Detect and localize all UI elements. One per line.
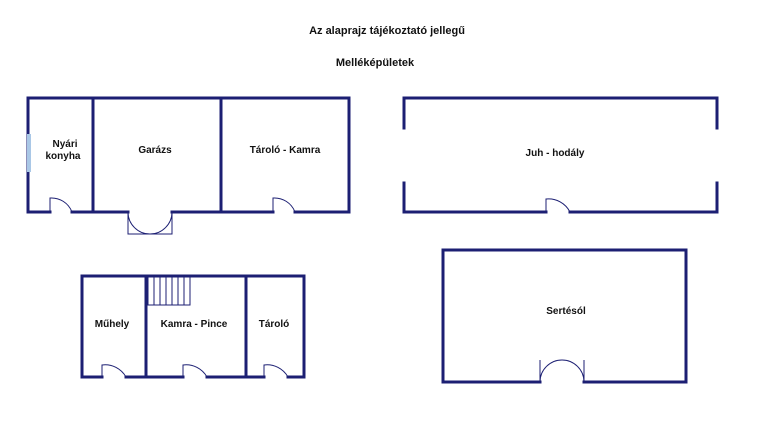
- building-bottom-right: Sertésól: [441, 248, 688, 384]
- room-label-kamra-pince: Kamra - Pince: [161, 319, 228, 330]
- plan-title: Az alaprajz tájékoztató jellegű: [309, 25, 465, 37]
- room-label-nyari-konyha-2: konyha: [45, 151, 80, 162]
- door-kamra-pince: [182, 364, 208, 378]
- room-label-garazs: Garázs: [138, 145, 172, 156]
- room-label-muhely: Műhely: [95, 319, 130, 330]
- door-tarolo: [263, 364, 289, 378]
- building-top-right: Juh - hodály: [402, 96, 719, 214]
- door-sertesol: [539, 359, 585, 383]
- building-top-left: Nyári konyha Garázs Tároló - Kamra: [26, 96, 351, 235]
- plan-subtitle: Melléképületek: [336, 57, 415, 69]
- door-juh-hodaly: [545, 198, 571, 213]
- room-label-nyari-konyha-1: Nyári: [52, 139, 77, 150]
- door-garazs: [127, 211, 173, 235]
- door-tarolo-kamra: [272, 197, 296, 213]
- building-bottom-left: Műhely Kamra - Pince Tároló: [80, 274, 306, 379]
- door-nyari-konyha: [49, 197, 73, 213]
- room-label-tarolo-kamra: Tároló - Kamra: [250, 145, 321, 156]
- room-label-juh-hodaly: Juh - hodály: [526, 148, 585, 159]
- stairs-icon: [147, 276, 191, 306]
- door-muhely: [101, 364, 127, 378]
- room-label-sertesol: Sertésól: [546, 306, 586, 317]
- room-label-tarolo: Tároló: [259, 319, 290, 330]
